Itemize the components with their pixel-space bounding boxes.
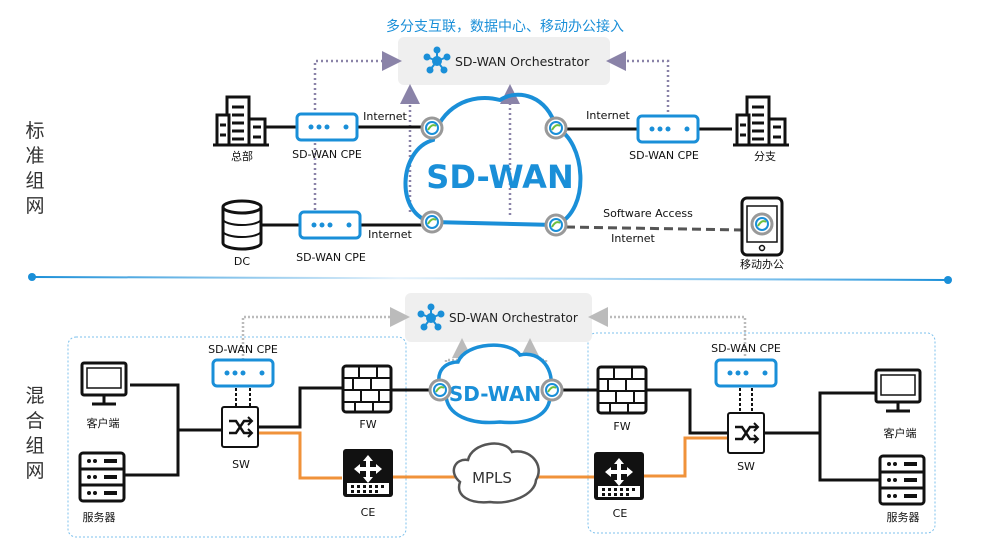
cloud-label: SD-WAN xyxy=(449,382,541,406)
side-label-hybrid: 混 合 组 网 xyxy=(25,385,44,482)
fw-label: FW xyxy=(359,418,376,431)
software-access-link xyxy=(565,225,745,232)
server-rack-icon xyxy=(878,454,926,506)
cpe-device-icon xyxy=(636,114,700,144)
svg-text:合: 合 xyxy=(25,410,44,432)
svg-text:混: 混 xyxy=(25,385,44,407)
cloud-node-icon xyxy=(420,210,444,234)
left-site-region xyxy=(67,336,407,538)
ce-router-icon xyxy=(594,452,644,500)
firewall-icon xyxy=(596,365,648,415)
sd-wan-cloud-hybrid xyxy=(437,343,553,425)
internet-label: Internet xyxy=(368,228,412,241)
fw-label: FW xyxy=(613,420,630,433)
headquarters-building-icon xyxy=(211,95,271,147)
cpe-device-icon xyxy=(298,210,362,240)
mpls-cloud xyxy=(452,442,540,504)
cpe-device-icon xyxy=(211,358,275,388)
svg-text:网: 网 xyxy=(25,460,44,482)
mobile-phone-icon xyxy=(740,196,784,257)
cpe-label: SD-WAN CPE xyxy=(296,251,366,264)
hq-label: 总部 xyxy=(231,149,253,163)
cpe-device-icon xyxy=(295,112,359,142)
switch-icon xyxy=(726,411,766,455)
sd-wan-cloud xyxy=(403,92,583,228)
cloud-node-icon xyxy=(420,116,444,140)
ce-label: CE xyxy=(613,507,628,520)
internet-label: Internet xyxy=(611,232,655,245)
svg-text:网: 网 xyxy=(25,195,44,217)
server-rack-icon xyxy=(78,451,126,503)
svg-text:SD-WAN Orchestrator: SD-WAN Orchestrator xyxy=(449,311,578,325)
software-access-label: Software Access xyxy=(603,207,693,220)
client-label: 客户端 xyxy=(87,416,120,430)
datacenter-database-icon xyxy=(221,199,263,251)
svg-text:SD-WAN Orchestrator: SD-WAN Orchestrator xyxy=(455,54,590,69)
mpls-label: MPLS xyxy=(472,469,512,487)
headline: 多分支互联，数据中心、移动办公接入 xyxy=(386,18,624,35)
client-monitor-icon xyxy=(874,368,922,413)
ce-router-icon xyxy=(343,449,393,497)
cpe-label: SD-WAN CPE xyxy=(629,149,699,162)
svg-text:组: 组 xyxy=(25,170,44,192)
cloud-node-icon xyxy=(428,378,452,402)
branch-building-icon xyxy=(731,95,791,147)
sw-label: SW xyxy=(232,458,250,471)
client-monitor-icon xyxy=(80,361,128,406)
svg-text:标: 标 xyxy=(25,120,44,142)
mobile-label: 移动办公 xyxy=(740,258,784,271)
mpls-links xyxy=(258,431,728,480)
side-label-standard: 标 准 组 网 xyxy=(25,120,44,217)
cpe-label: SD-WAN CPE xyxy=(711,342,781,355)
cpe-label: SD-WAN CPE xyxy=(208,343,278,356)
firewall-icon xyxy=(341,364,393,414)
right-site-region xyxy=(587,332,936,534)
server-label: 服务器 xyxy=(83,511,116,524)
cpe-label: SD-WAN CPE xyxy=(292,148,362,161)
cpe-device-icon xyxy=(714,358,778,388)
orchestrator-bottom[interactable]: SD-WAN Orchestrator xyxy=(405,293,592,342)
internet-label: Internet xyxy=(363,110,407,123)
cloud-label: SD-WAN xyxy=(426,158,573,196)
cloud-node-icon xyxy=(544,213,568,237)
switch-icon xyxy=(220,405,260,449)
ce-label: CE xyxy=(361,506,376,519)
links-top xyxy=(260,125,732,227)
dc-label: DC xyxy=(234,255,250,268)
server-label: 服务器 xyxy=(887,511,920,524)
cpe-switch-links xyxy=(235,388,753,413)
orchestrator-top[interactable]: SD-WAN Orchestrator xyxy=(398,37,610,85)
svg-text:组: 组 xyxy=(25,435,44,457)
client-label: 客户端 xyxy=(884,426,917,440)
cloud-node-icon xyxy=(544,116,568,140)
management-links xyxy=(313,51,670,225)
internet-label: Internet xyxy=(586,109,630,122)
sw-label: SW xyxy=(737,460,755,473)
branch-label: 分支 xyxy=(754,150,776,163)
links-hybrid xyxy=(125,383,880,482)
svg-text:准: 准 xyxy=(25,145,44,167)
section-divider xyxy=(28,273,952,284)
cloud-node-icon xyxy=(540,378,564,402)
